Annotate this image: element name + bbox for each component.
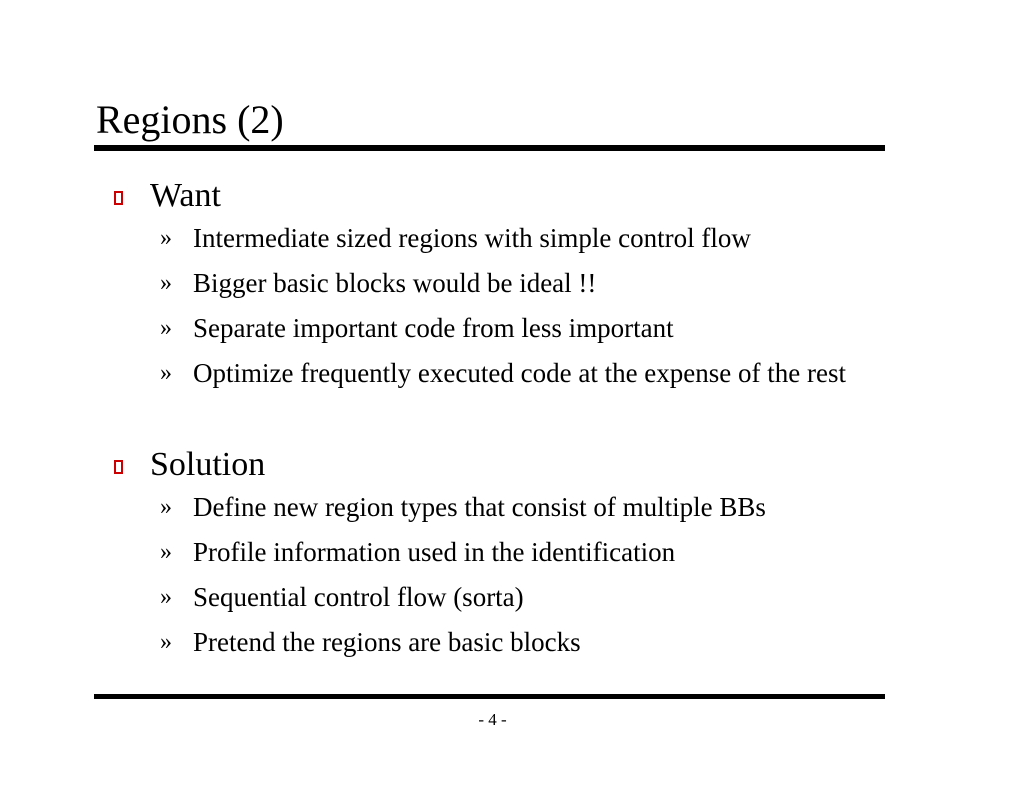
double-chevron-icon: »: [160, 494, 172, 520]
page-number: - 4 -: [478, 710, 507, 729]
footer-divider: [94, 694, 885, 699]
double-chevron-icon: »: [160, 270, 172, 296]
sub-bullet-text: Profile information used in the identifi…: [193, 537, 676, 567]
sub-bullet-text: Pretend the regions are basic blocks: [193, 627, 581, 657]
sub-bullet-item: » Sequential control flow (sorta): [110, 579, 870, 615]
double-chevron-icon: »: [160, 225, 172, 251]
sub-bullet-text: Bigger basic blocks would be ideal !!: [193, 268, 597, 298]
sub-bullet-item: » Define new region types that consist o…: [110, 489, 870, 525]
double-chevron-icon: »: [160, 629, 172, 655]
square-bullet-icon: [114, 460, 123, 474]
sub-bullet-text: Optimize frequently executed code at the…: [193, 358, 846, 388]
slide-title: Regions (2): [96, 97, 284, 142]
sub-bullet-item: » Intermediate sized regions with simple…: [110, 220, 870, 256]
bullet-heading: Want: [150, 177, 221, 214]
sub-bullet-text: Separate important code from less import…: [193, 313, 674, 343]
double-chevron-icon: »: [160, 315, 172, 341]
sub-bullet-item: » Separate important code from less impo…: [110, 310, 870, 346]
section-want: Want » Intermediate sized regions with s…: [110, 174, 870, 400]
sub-bullet-list: » Define new region types that consist o…: [110, 489, 870, 660]
sub-bullet-item: » Pretend the regions are basic blocks: [110, 624, 870, 660]
sub-bullet-item: » Optimize frequently executed code at t…: [110, 355, 870, 391]
sub-bullet-text: Sequential control flow (sorta): [193, 582, 524, 612]
double-chevron-icon: »: [160, 539, 172, 565]
title-divider: [94, 145, 885, 151]
sub-bullet-text: Intermediate sized regions with simple c…: [193, 223, 751, 253]
section-solution: Solution » Define new region types that …: [110, 443, 870, 669]
sub-bullet-item: » Profile information used in the identi…: [110, 534, 870, 570]
bullet-heading: Solution: [150, 446, 266, 483]
double-chevron-icon: »: [160, 584, 172, 610]
bullet-heading-row: Solution: [110, 443, 870, 489]
square-bullet-icon: [114, 191, 123, 205]
double-chevron-icon: »: [160, 360, 172, 386]
bullet-heading-row: Want: [110, 174, 870, 220]
sub-bullet-text: Define new region types that consist of …: [193, 492, 766, 522]
sub-bullet-item: » Bigger basic blocks would be ideal !!: [110, 265, 870, 301]
sub-bullet-list: » Intermediate sized regions with simple…: [110, 220, 870, 391]
